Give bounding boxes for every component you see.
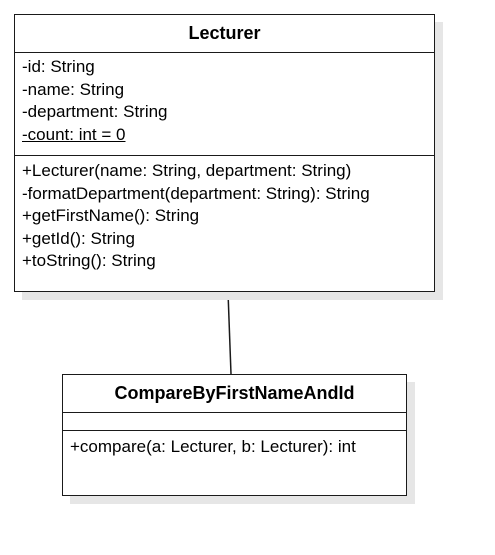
operation-get-first-name: +getFirstName(): String (22, 206, 200, 225)
attributes-section-lecturer: -id: String -name: String -department: S… (15, 53, 434, 156)
class-name-lecturer: Lecturer (15, 15, 434, 53)
attributes-section-compare (63, 413, 406, 431)
attribute-name: -name: String (22, 79, 125, 99)
operations-section-lecturer: +Lecturer(name: String, department: Stri… (15, 156, 434, 273)
class-lecturer[interactable]: Lecturer -id: String -name: String -depa… (14, 14, 435, 292)
operation-to-string: +toString(): String (22, 251, 156, 270)
attribute-department: -department: String (22, 102, 168, 121)
attribute-count-static: -count: int = 0 (22, 124, 126, 144)
attribute-id: -id: String (22, 57, 95, 76)
class-name-compare: CompareByFirstNameAndId (63, 375, 406, 413)
operation-compare: +compare(a: Lecturer, b: Lecturer): int (70, 437, 356, 456)
operation-format-department: -formatDepartment(department: String): S… (22, 183, 370, 203)
class-compare-by-first-name-and-id[interactable]: CompareByFirstNameAndId +compare(a: Lect… (62, 374, 407, 496)
operation-get-id: +getId(): String (22, 228, 135, 248)
operations-section-compare: +compare(a: Lecturer, b: Lecturer): int (63, 431, 406, 459)
operation-constructor: +Lecturer(name: String, department: Stri… (22, 161, 352, 180)
association-line (227, 291, 232, 375)
